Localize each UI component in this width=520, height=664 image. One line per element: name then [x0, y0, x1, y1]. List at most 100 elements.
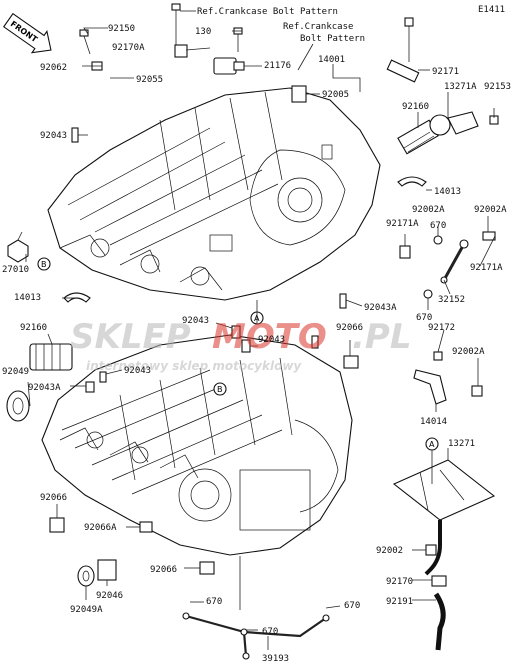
- pin-92043-icon: [71, 127, 79, 143]
- dowel-92043-small-icon: [99, 371, 107, 383]
- label-92002: 92002: [376, 546, 403, 556]
- label-92002a-right: 92002A: [474, 205, 507, 215]
- label-92191: 92191: [386, 597, 413, 607]
- label-92150-top: 92150: [108, 24, 135, 34]
- bolt-130-icon: [233, 27, 243, 52]
- plug-92066-right-icon: [343, 355, 359, 369]
- label-92066-left: 92066: [40, 493, 67, 503]
- watermark-main-right: MOTO: [212, 317, 327, 357]
- label-670-mid: 670: [416, 313, 432, 323]
- label-32152: 32152: [438, 295, 465, 305]
- label-92066-right: 92066: [336, 323, 363, 333]
- label-130: 130: [195, 27, 211, 37]
- label-27010: 27010: [2, 265, 29, 275]
- label-92049a: 92049A: [70, 605, 103, 615]
- label-92066-bottom: 92066: [150, 565, 177, 575]
- label-92172: 92172: [428, 323, 455, 333]
- label-92002a-lower: 92002A: [452, 347, 485, 357]
- filter-92160-left-icon: [29, 343, 73, 371]
- plug-92002-icon: [425, 544, 437, 556]
- front-arrow-icon: FRONT: [2, 12, 52, 54]
- label-21176: 21176: [264, 61, 291, 71]
- label-670-right-bottom: 670: [344, 601, 360, 611]
- plug-92066a-icon: [139, 521, 153, 533]
- label-92171a-left: 92171A: [386, 219, 419, 229]
- label-13271a: 13271A: [444, 82, 477, 92]
- pin-92043-right-icon: [311, 335, 319, 349]
- pin-92043-mid-icon: [231, 325, 241, 339]
- label-670-upper: 670: [430, 221, 446, 231]
- clamp-92170a-icon: [174, 44, 188, 58]
- bolt-92150-icon: [171, 3, 181, 45]
- oil-filter-92160-icon: [397, 114, 451, 155]
- label-92005: 92005: [322, 90, 349, 100]
- o-ring-670-upper-icon: [433, 235, 443, 245]
- part-labels: 92150 92170A 130 21176 14001 92062 92055…: [2, 24, 511, 664]
- marker-b-upper: B: [37, 257, 51, 271]
- plate-13271a-icon: [447, 111, 479, 135]
- plug-92066-bottom-icon: [199, 561, 215, 575]
- ref-note-top: Ref.Crankcase Bolt Pattern: [197, 7, 338, 17]
- o-ring-670-mid-icon: [423, 289, 433, 299]
- marker-b-lower: B: [213, 382, 227, 396]
- watermark: SKLEP MOTO .PL internetowy sklep motocyk…: [70, 317, 412, 373]
- watermark-main-left: SKLEP: [70, 317, 191, 357]
- fitting-92005-icon: [291, 85, 307, 103]
- label-92171: 92171: [432, 67, 459, 77]
- label-92170a: 92170A: [112, 43, 145, 53]
- label-92049: 92049: [2, 367, 29, 377]
- bearing-92046-icon: [97, 559, 117, 581]
- label-670-center-bottom: 670: [262, 627, 278, 637]
- label-92160-upper: 92160: [402, 102, 429, 112]
- lower-crankcase: [41, 334, 353, 556]
- marker-a-lower-label: A: [429, 440, 435, 449]
- upper-crankcase: [47, 87, 381, 301]
- label-92046: 92046: [96, 591, 123, 601]
- label-13271: 13271: [448, 439, 475, 449]
- label-39193: 39193: [262, 654, 289, 664]
- pipe-39193-icon: [182, 612, 330, 660]
- watermark-suffix: .PL: [352, 317, 412, 357]
- label-14001: 14001: [318, 55, 345, 65]
- pipe-32152-icon: [440, 239, 469, 284]
- leader-lines: [25, 10, 496, 650]
- bolt-92172-icon: [433, 351, 443, 361]
- marker-b-upper-label: B: [41, 260, 47, 269]
- label-92043-center: 92043: [258, 335, 285, 345]
- label-92043a-upper: 92043A: [364, 303, 397, 313]
- label-14013-upper: 14013: [434, 187, 461, 197]
- label-92043-upper: 92043: [40, 131, 67, 141]
- dowel-92043a-icon: [85, 381, 95, 393]
- label-670-left-bottom: 670: [206, 597, 222, 607]
- hose-92191-icon: [433, 592, 446, 651]
- label-92160-left: 92160: [20, 323, 47, 333]
- plug-92066-left-icon: [49, 517, 65, 533]
- ref-note-right-line2: Bolt Pattern: [300, 34, 365, 44]
- figure-id: E1411: [478, 5, 505, 15]
- pin-92043a-right-icon: [339, 293, 347, 309]
- label-92062: 92062: [40, 63, 67, 73]
- seal-92049-icon: [6, 390, 30, 422]
- label-14014: 14014: [420, 417, 447, 427]
- watermark-tagline: internetowy sklep motocyklowy: [86, 359, 302, 373]
- plate-13271-icon: [392, 459, 496, 576]
- sensor-21176-icon: [213, 57, 245, 75]
- seal-92049a-icon: [77, 565, 95, 587]
- clip-92171a-icon: [399, 245, 411, 259]
- seal-14013-left-icon: [63, 292, 91, 303]
- marker-a-lower: A: [425, 437, 439, 451]
- clamp-92170-icon: [431, 575, 447, 587]
- screw-92150-icon: [79, 29, 91, 55]
- label-92066a: 92066A: [84, 523, 117, 533]
- switch-27010-icon: [7, 231, 29, 263]
- label-92171a-right: 92171A: [470, 263, 503, 273]
- label-92002a-mid: 92002A: [412, 205, 445, 215]
- bolt-92002a-lower-icon: [471, 385, 483, 397]
- label-92055: 92055: [136, 75, 163, 85]
- bolt-92171-icon: [386, 17, 420, 83]
- ref-note-right-line1: Ref.Crankcase: [283, 22, 353, 32]
- label-92153: 92153: [484, 82, 511, 92]
- label-92043-left-mid: 92043: [124, 366, 151, 376]
- plate-14014-icon: [413, 369, 447, 405]
